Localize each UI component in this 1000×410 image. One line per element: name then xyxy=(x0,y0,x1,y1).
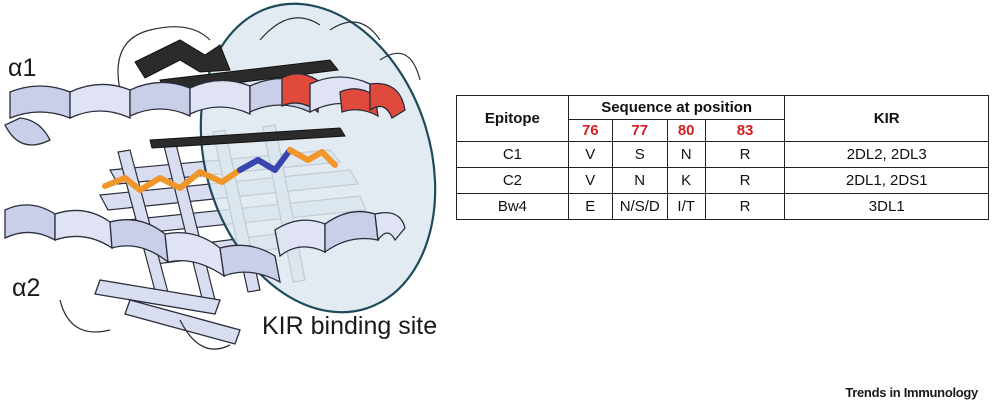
epitope-cell: C1 xyxy=(456,141,569,168)
residue-cell: R xyxy=(704,167,786,194)
table-row: C2 V N K R 2DL1, 2DS1 xyxy=(456,167,989,194)
residue-cell: N xyxy=(666,141,706,168)
kir-cell: 2DL2, 2DL3 xyxy=(784,141,989,168)
residue-cell: R xyxy=(704,141,786,168)
table-position-row: 76 77 80 83 xyxy=(457,119,989,142)
epitope-table: Epitope Sequence at position KIR 76 77 8… xyxy=(456,95,989,220)
residue-cell: E xyxy=(567,193,613,220)
position-77: 77 xyxy=(611,119,668,142)
residue-cell: V xyxy=(567,167,613,194)
alpha1-label: α1 xyxy=(8,54,37,82)
residue-cell: K xyxy=(666,167,706,194)
alpha2-helix xyxy=(4,204,406,350)
kir-binding-site-label: KIR binding site xyxy=(262,312,438,340)
header-epitope: Epitope xyxy=(456,95,569,142)
alpha1-helix xyxy=(4,73,406,146)
kir-cell: 2DL1, 2DS1 xyxy=(784,167,989,194)
kir-cell: 3DL1 xyxy=(784,193,989,220)
position-76: 76 xyxy=(567,119,613,142)
residue-cell: V xyxy=(567,141,613,168)
residue-cell: N/S/D xyxy=(611,193,668,220)
residue-cell: N xyxy=(611,167,668,194)
table-row: Bw4 E N/S/D I/T R 3DL1 xyxy=(456,193,989,220)
residue-cell: I/T xyxy=(666,193,706,220)
upper-loops xyxy=(117,17,421,91)
residue-cell: R xyxy=(704,193,786,220)
table-row: C1 V S N R 2DL2, 2DL3 xyxy=(456,141,989,168)
peptide-ligand xyxy=(102,147,338,193)
journal-credit: Trends in Immunology xyxy=(845,385,978,400)
epitope-cell: C2 xyxy=(456,167,569,194)
alpha2-label: α2 xyxy=(12,274,41,302)
header-kir: KIR xyxy=(784,95,989,142)
position-83: 83 xyxy=(704,119,786,142)
epitope-cell: Bw4 xyxy=(456,193,569,220)
residue-cell: S xyxy=(611,141,668,168)
table-header-row: Epitope Sequence at position KIR xyxy=(456,95,989,142)
header-sequence: Sequence at position xyxy=(567,95,786,120)
position-80: 80 xyxy=(666,119,706,142)
